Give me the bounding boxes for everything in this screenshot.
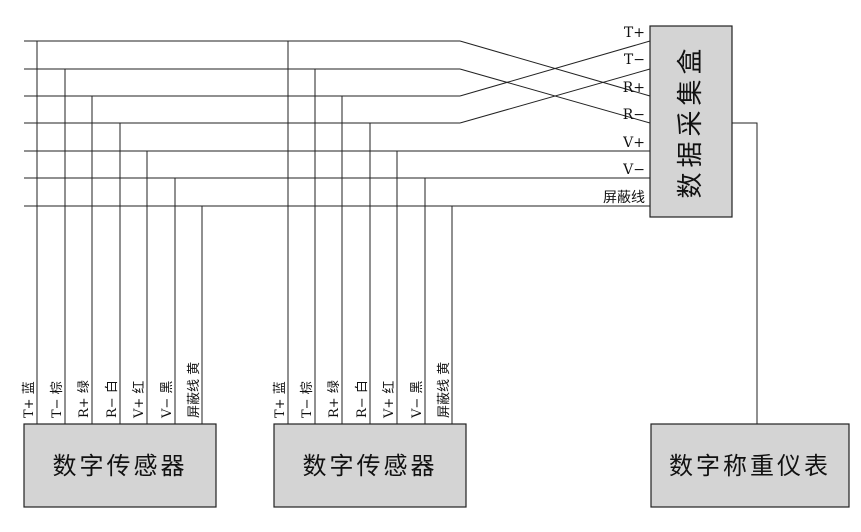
sensor-pin-label: R− 白 [354, 380, 370, 418]
collector-terminal-label: 屏蔽线 [603, 190, 645, 206]
sensor-pin-label: T− 棕 [50, 381, 65, 418]
sensor-pin-label: T+ 蓝 [273, 381, 288, 418]
sensor-pin-label: 屏蔽线 黄 [187, 362, 202, 418]
collector-terminal-label: V− [622, 162, 645, 178]
sensor-pin-label: T+ 蓝 [22, 381, 37, 418]
bus-cross-4 [459, 68, 651, 124]
indicator-box [650, 423, 850, 508]
collector-terminal-label: T− [624, 52, 645, 68]
sensor-1-wires [36, 41, 203, 424]
collector-title: 数据采集盒 [676, 43, 706, 198]
sensor-2-pins: T+ 蓝 T− 棕 R+ 绿 R− 白 V+ 红 V− 黑 屏蔽线 黄 [273, 362, 452, 419]
sensor-2-title: 数字传感器 [303, 452, 438, 480]
sensor-1-box [23, 423, 217, 508]
sensor-1-pins: T+ 蓝 T− 棕 R+ 绿 R− 白 V+ 红 V− 黑 屏蔽线 黄 [22, 362, 202, 419]
sensor-pin-label: V− 黑 [160, 381, 175, 419]
indicator-title: 数字称重仪表 [669, 452, 831, 480]
collector-terminal-label: V+ [622, 135, 645, 151]
collector-box [649, 25, 733, 218]
collector-to-indicator-wire [732, 122, 758, 424]
collector-terminal-label: T+ [624, 25, 645, 41]
sensor-2-wires [287, 41, 453, 424]
sensor-pin-label: R− 白 [104, 380, 120, 418]
sensor-pin-label: V+ 红 [381, 381, 397, 419]
sensor-pin-label: R+ 绿 [77, 380, 92, 418]
sensor-pin-label: V+ 红 [131, 381, 147, 419]
collector-terminals: T+ T− R+ R− V+ V− 屏蔽线 [603, 25, 645, 206]
sensor-2-box [273, 423, 467, 508]
bus-cross-3 [459, 40, 651, 97]
sensor-pin-label: T− 棕 [300, 381, 315, 418]
sensor-pin-label: V− 黑 [410, 381, 425, 419]
collector-terminal-label: R+ [623, 80, 645, 96]
bus-lines [24, 40, 651, 207]
sensor-1-title: 数字传感器 [53, 452, 188, 480]
sensor-pin-label: 屏蔽线 黄 [437, 362, 452, 418]
sensor-pin-label: R+ 绿 [327, 380, 342, 418]
collector-terminal-label: R− [623, 107, 645, 123]
